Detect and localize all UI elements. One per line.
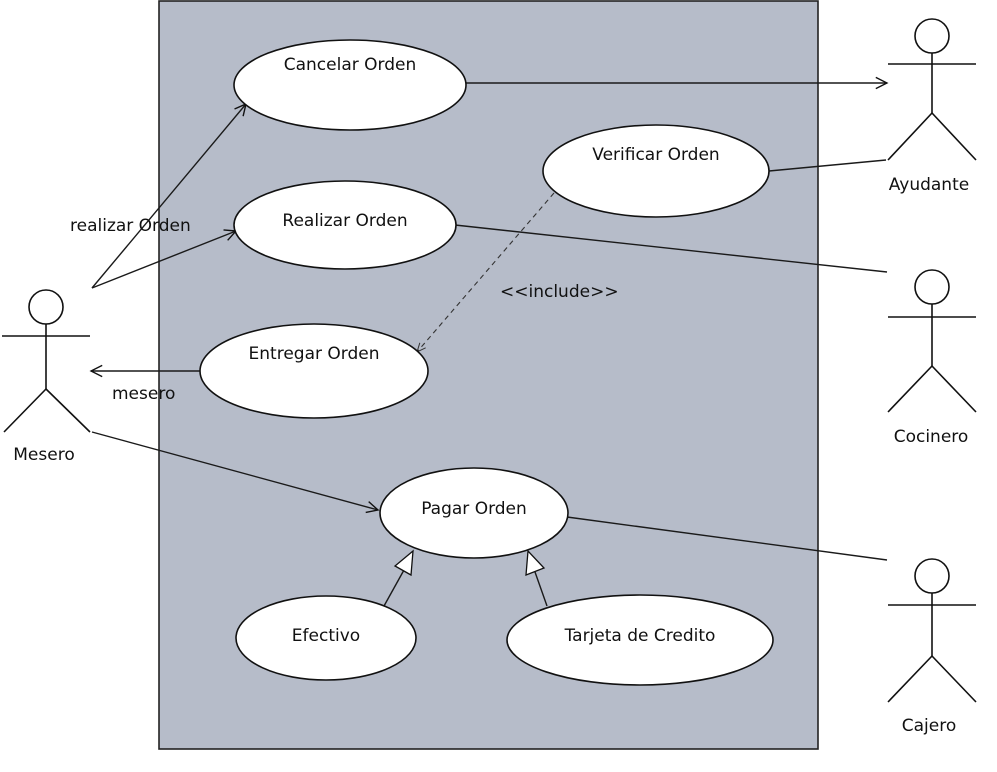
use-case-label: Cancelar Orden — [284, 55, 417, 75]
edge-realizar-cocinero — [454, 224, 888, 273]
use-case-efectivo: Efectivo — [235, 595, 417, 681]
actor-label: Cocinero — [894, 427, 969, 447]
use-case-label: Tarjeta de Credito — [564, 626, 716, 646]
use-case-entregar-orden: Entregar Orden — [199, 323, 429, 419]
actor-mesero: Mesero — [2, 289, 91, 465]
actor-ayudante: Ayudante — [887, 18, 977, 195]
use-case-realizar-orden: Realizar Orden — [233, 180, 457, 270]
use-case-pagar-orden: Pagar Orden — [379, 467, 569, 559]
edge-tarjeta-pagar — [534, 571, 548, 607]
connectors — [91, 83, 888, 607]
actor-cocinero: Cocinero — [887, 269, 977, 447]
edge-label-realizar-orden: realizar Orden — [70, 216, 191, 236]
generalization-arrow-efectivo — [393, 549, 414, 577]
use-case-label: Verificar Orden — [592, 145, 719, 165]
edge-label-mesero: mesero — [112, 384, 175, 404]
use-case-label: Entregar Orden — [249, 344, 380, 364]
edge-pagar-cajero — [566, 516, 888, 561]
actor-cajero: Cajero — [887, 558, 977, 736]
edge-mesero-cancelar — [91, 104, 246, 289]
use-case-verificar-orden: Verificar Orden — [542, 124, 770, 218]
actor-label: Cajero — [902, 716, 957, 736]
use-case-label: Realizar Orden — [282, 211, 407, 231]
edge-efectivo-pagar — [383, 569, 405, 607]
use-case-label: Pagar Orden — [421, 499, 527, 519]
use-case-cancelar-orden: Cancelar Orden — [233, 39, 467, 131]
actor-label: Ayudante — [889, 175, 969, 195]
edge-mesero-pagar — [91, 431, 378, 510]
edge-include — [417, 192, 555, 352]
edge-verificar-ayudante — [768, 159, 887, 172]
use-case-tarjeta-de-credito: Tarjeta de Credito — [506, 594, 774, 686]
actor-label: Mesero — [13, 445, 74, 465]
edge-mesero-realizar — [91, 231, 236, 289]
use-case-label: Efectivo — [292, 626, 360, 646]
edge-label-include: <<include>> — [500, 282, 619, 302]
generalization-arrow-tarjeta — [525, 549, 546, 576]
